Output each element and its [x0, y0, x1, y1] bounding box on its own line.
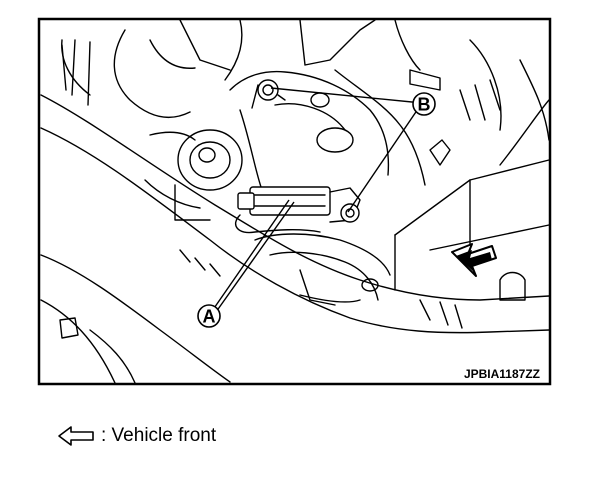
- callout-leader-lines: [209, 87, 423, 315]
- vehicle-front-direction-arrow: [451, 243, 497, 277]
- outline-left-arrow-icon: [58, 426, 94, 446]
- legend-text: : Vehicle front: [101, 425, 217, 446]
- callout-b-letter: B: [418, 95, 431, 115]
- figure-code: JPBIA1187ZZ: [464, 367, 540, 381]
- legend: : Vehicle front: [57, 422, 216, 450]
- callout-a-letter: A: [203, 307, 216, 327]
- callout-b: B: [412, 92, 436, 116]
- callout-a: A: [197, 304, 221, 328]
